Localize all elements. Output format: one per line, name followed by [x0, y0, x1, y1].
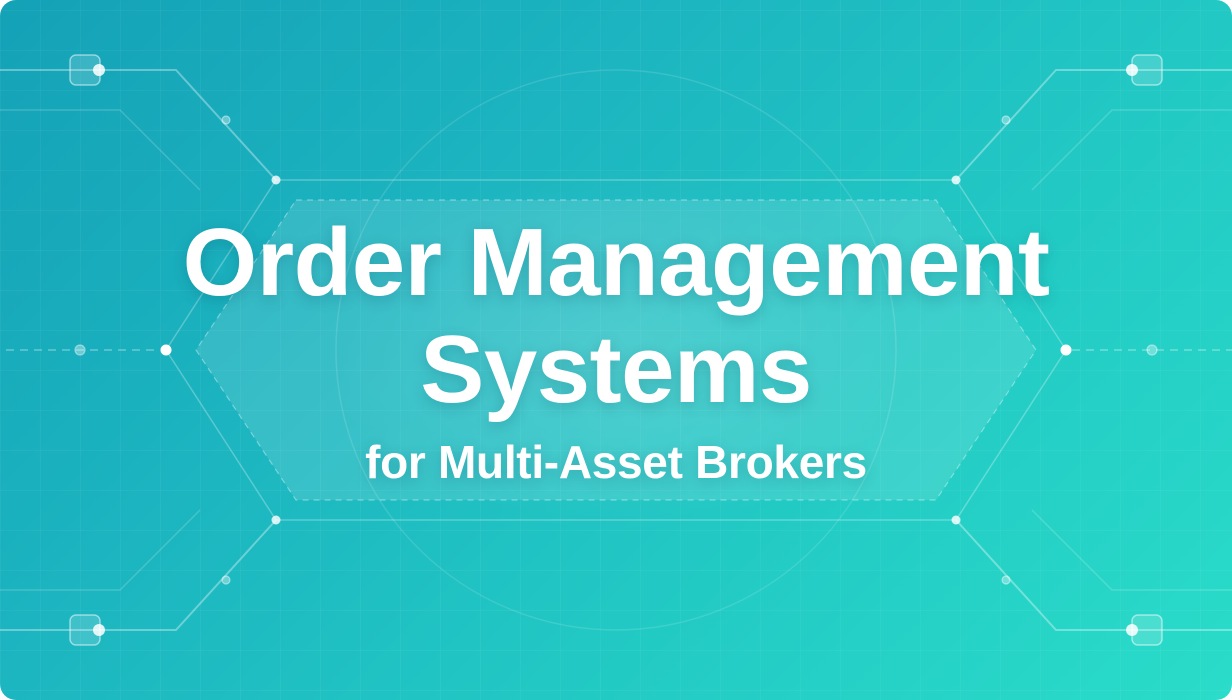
- vertex-dot-icon: [271, 175, 961, 525]
- anchor-dot-icon: [160, 344, 1072, 356]
- subtitle: for Multi-Asset Brokers: [365, 436, 867, 488]
- circle-ring-icon: [335, 69, 897, 631]
- circuit-trace-icon: [0, 69, 1232, 631]
- title-line-2: Systems: [420, 316, 812, 423]
- title-line-1: Order Management: [182, 209, 1050, 316]
- secondary-trace-icon: [0, 109, 1232, 591]
- hexagon-frame-icon: [165, 179, 1067, 521]
- dashed-hexagon-icon: [195, 199, 1037, 501]
- small-node-icon: [74, 115, 1158, 585]
- node-dot-icon: [93, 64, 1138, 636]
- node-square-icon: [69, 54, 1163, 646]
